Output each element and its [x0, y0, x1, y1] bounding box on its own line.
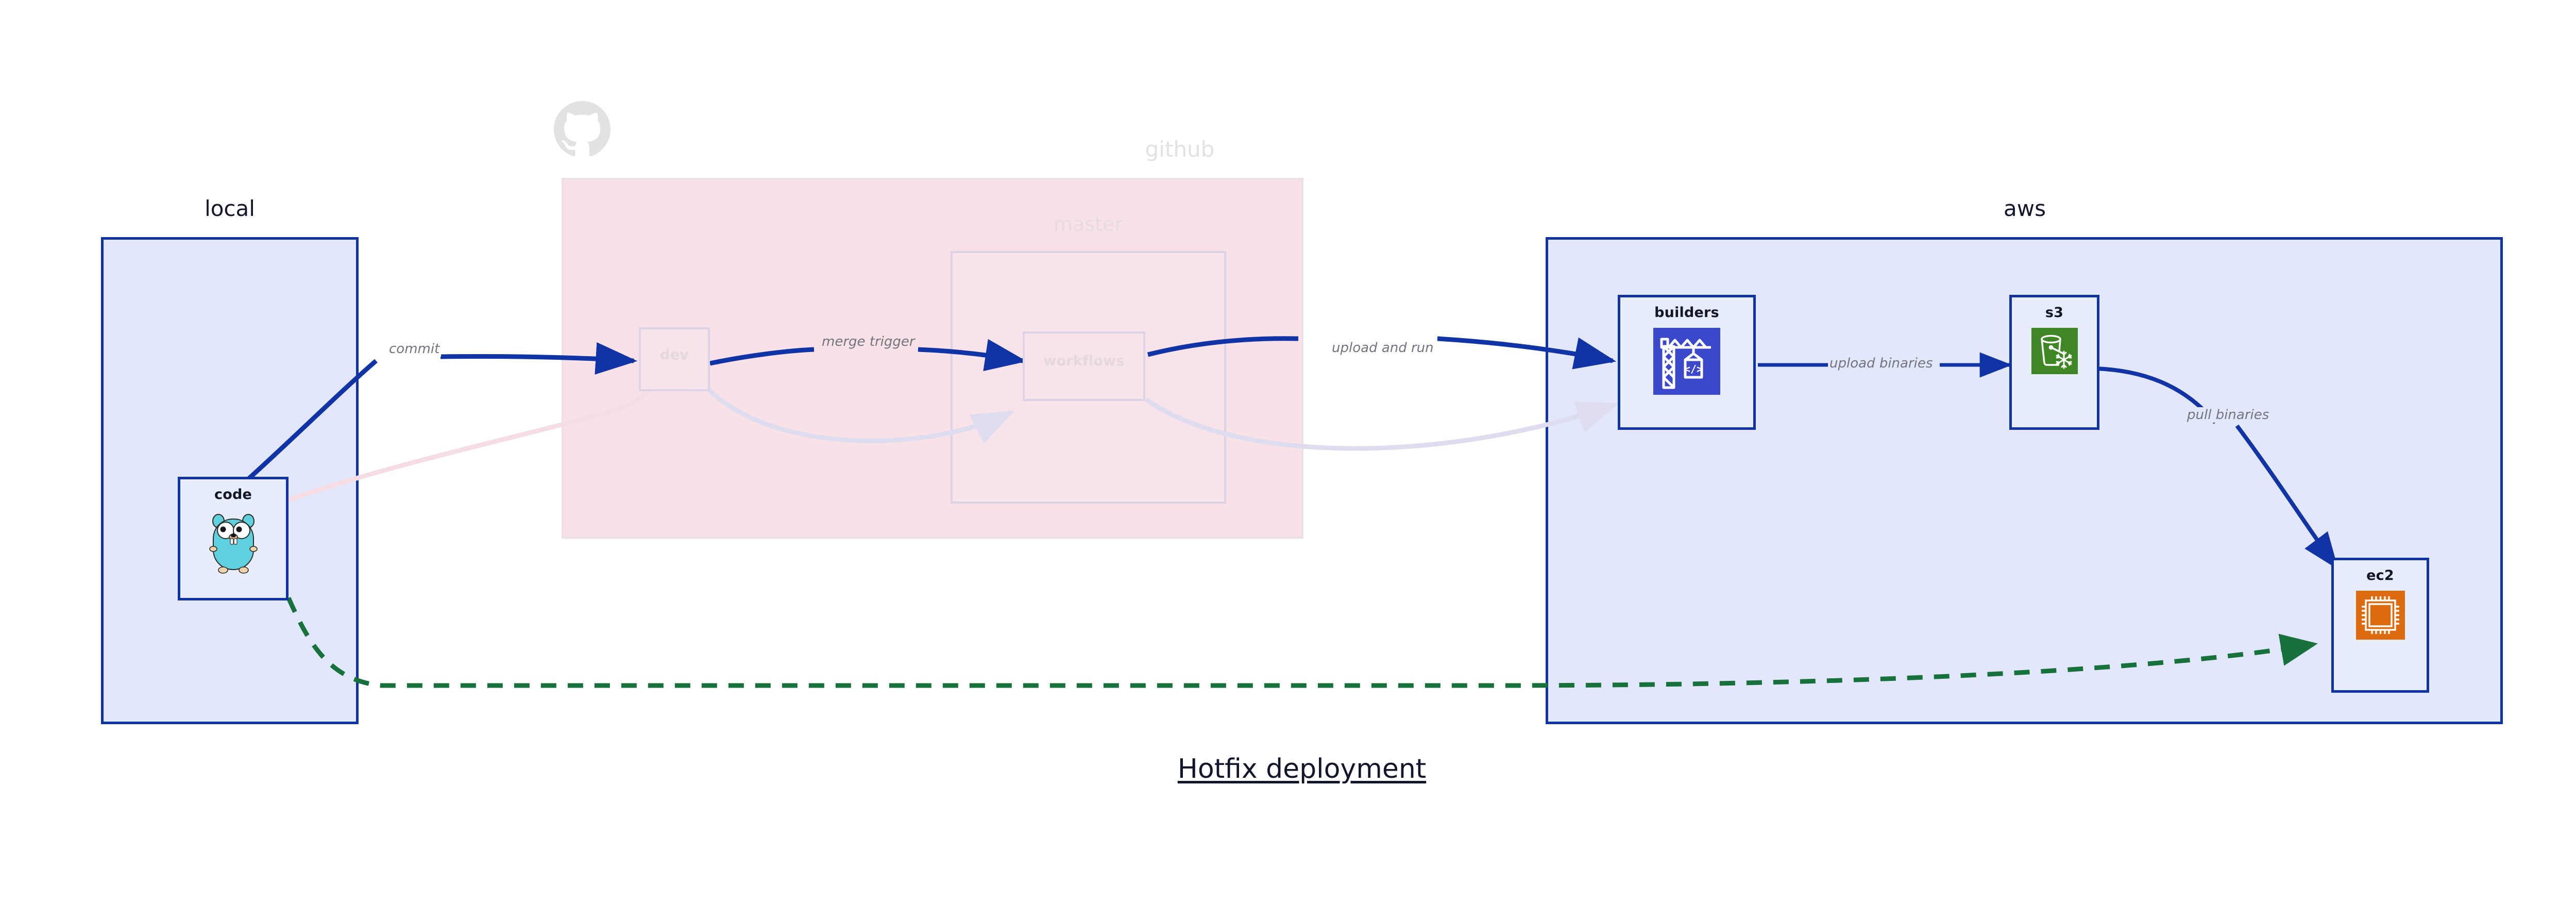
node-ec2[interactable]: ec2 — [2331, 558, 2429, 693]
node-s3-label: s3 — [2045, 305, 2064, 321]
cluster-aws-label: aws — [2004, 196, 2046, 221]
cluster-master-label: master — [1053, 213, 1123, 236]
edge-label-commit: commit — [387, 341, 442, 357]
go-gopher-icon — [205, 510, 262, 576]
aws-codebuild-icon: </> — [1653, 328, 1720, 395]
aws-ec2-icon — [2355, 591, 2405, 640]
node-s3[interactable]: s3 — [2009, 295, 2099, 430]
node-workflows-label: workflows — [1043, 353, 1125, 369]
node-builders[interactable]: builders — [1618, 295, 1756, 430]
edge-label-merge-trigger: merge trigger — [820, 334, 917, 349]
node-code-label: code — [214, 487, 252, 503]
cluster-github-label: github — [1145, 137, 1215, 162]
node-workflows[interactable]: workflows — [1023, 331, 1145, 401]
node-code[interactable]: code — [178, 477, 289, 600]
edge-label-upload-and-run: upload and run — [1330, 340, 1435, 356]
cluster-local-label: local — [205, 196, 255, 221]
node-dev-label: dev — [660, 347, 689, 363]
aws-s3-glacier-icon — [2031, 328, 2078, 374]
node-builders-label: builders — [1654, 305, 1719, 321]
node-ec2-label: ec2 — [2366, 567, 2394, 583]
edge-label-pull-binaries: pull binaries — [2185, 407, 2271, 423]
edge-label-upload-binaries: upload binaries — [1828, 356, 1935, 371]
node-dev[interactable]: dev — [639, 327, 710, 391]
github-octocat-icon — [554, 101, 611, 157]
page-title: Hotfix deployment — [1177, 754, 1427, 784]
svg-text:</>: </> — [1684, 363, 1703, 375]
